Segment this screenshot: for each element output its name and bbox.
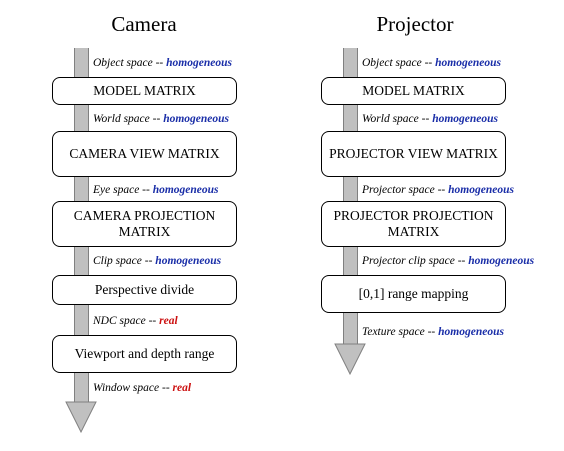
projector-space-label: Projector space -- homogeneous [362,184,514,196]
range-mapping-box: [0,1] range mapping [321,275,506,313]
camera-projection-matrix-box: CAMERA PROJECTION MATRIX [52,201,237,247]
projector-space-label: Texture space -- homogeneous [362,326,504,338]
camera-model-matrix-box: MODEL MATRIX [52,77,237,105]
projector-projection-matrix-box: PROJECTOR PROJECTION MATRIX [321,201,506,247]
camera-space-label: Clip space -- homogeneous [93,255,222,267]
projector-arrow-head [334,343,366,375]
camera-space-label: Object space -- homogeneous [93,57,232,69]
projector-view-matrix-box: PROJECTOR VIEW MATRIX [321,131,506,177]
camera-space-label: Window space -- real [93,382,192,394]
camera-arrow-head [65,401,97,433]
camera-title: Camera [111,12,177,36]
perspective-divide-box: Perspective divide [52,275,237,305]
projector-space-label: World space -- homogeneous [362,113,499,125]
viewport-depth-range-box: Viewport and depth range [52,335,237,373]
camera-view-matrix-box: CAMERA VIEW MATRIX [52,131,237,177]
camera-space-label: NDC space -- real [93,315,178,327]
projector-title: Projector [376,12,454,36]
projector-model-matrix-box: MODEL MATRIX [321,77,506,105]
projector-arrow-shaft [343,48,358,344]
projector-space-label: Projector clip space -- homogeneous [362,255,535,267]
camera-space-label: Eye space -- homogeneous [93,184,219,196]
camera-space-label: World space -- homogeneous [93,113,230,125]
projector-space-label: Object space -- homogeneous [362,57,501,69]
